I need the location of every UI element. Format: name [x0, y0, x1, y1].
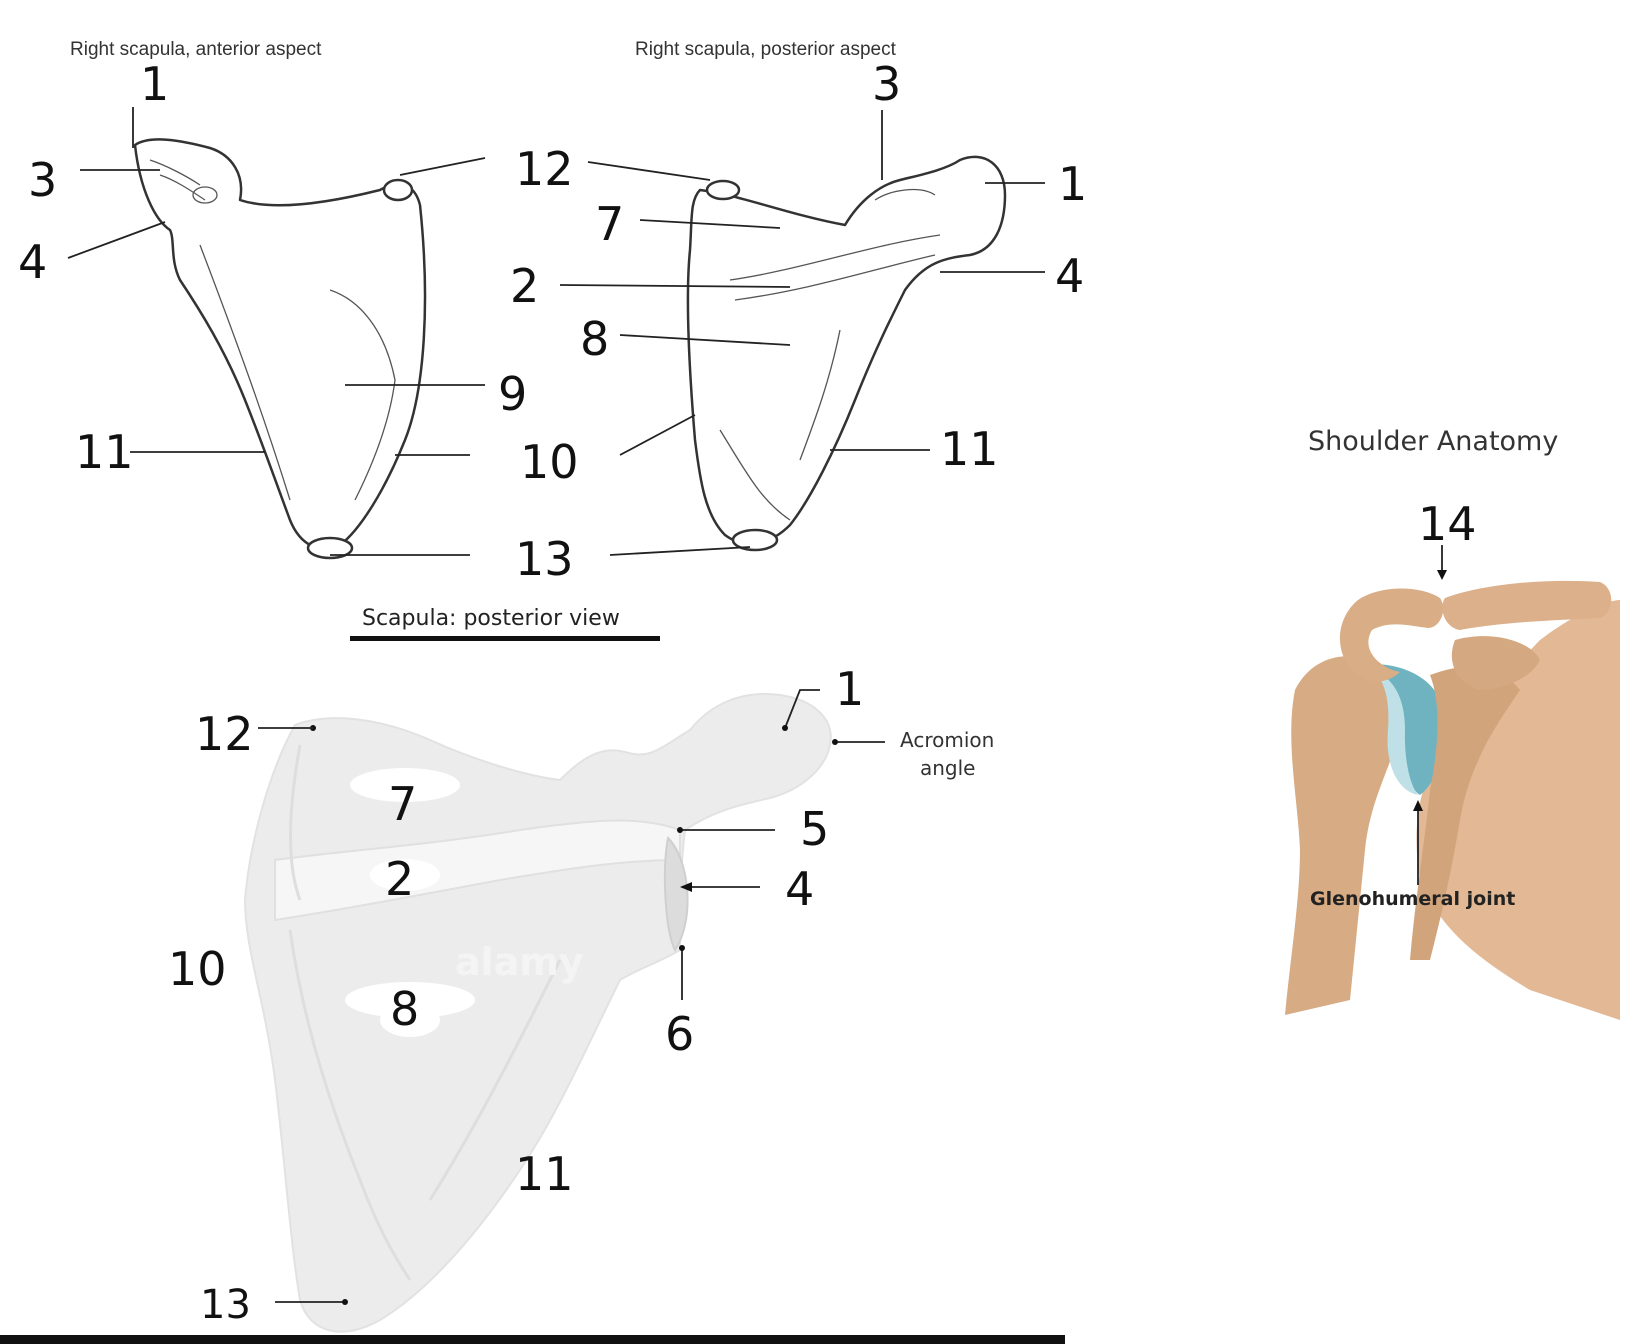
posterior-view-inner-contour: [288, 744, 562, 1281]
anterior-inferior-angle: [306, 536, 354, 560]
blob-7: [350, 768, 460, 802]
anterior-label-1: 1: [140, 57, 169, 111]
anterior-scapula-drawing: [133, 138, 427, 551]
arrow-glenohumeral: [1413, 800, 1423, 811]
view-label-1: 1: [835, 662, 864, 716]
acromion-label-line2: angle: [920, 756, 976, 780]
lead-p13: [609, 546, 751, 556]
posterior-label-7: 7: [595, 197, 624, 251]
anterior-label-11: 11: [75, 425, 134, 479]
anterior-label-12: 12: [515, 142, 574, 196]
humerus-bone: [1285, 656, 1402, 1015]
dot-5: [677, 827, 683, 833]
anterior-caption: Right scapula, anterior aspect: [70, 39, 322, 60]
blob-2: [370, 859, 440, 891]
posterior-view-scapula: [243, 693, 832, 1333]
dot-1: [782, 725, 788, 731]
view-label-13: 13: [200, 1282, 251, 1328]
posterior-label-1: 1: [1058, 157, 1087, 211]
view-label-10: 10: [168, 942, 227, 996]
scapula-glenoid: [1410, 666, 1520, 960]
lead-v1: [784, 689, 820, 729]
lead-a12: [399, 157, 486, 176]
arrow-14: [1437, 570, 1447, 580]
view-label-12: 12: [195, 707, 254, 761]
posterior-scapula-drawing: [686, 155, 1007, 545]
posterior-inferior-angle: [731, 528, 779, 552]
lead-p12: [587, 161, 711, 181]
view-label-7: 7: [388, 777, 417, 831]
view-label-2: 2: [385, 852, 414, 906]
posterior-label-2: 2: [510, 259, 539, 313]
view-label-11: 11: [515, 1147, 574, 1201]
posterior-label-4: 4: [1055, 249, 1084, 303]
posterior-spine-shading: [719, 188, 941, 521]
glenohumeral-label: Glenohumeral joint: [1310, 888, 1515, 910]
posterior-view-panel: Scapula: posterior view alamy 1 12 7 5 2…: [0, 606, 1065, 1344]
anterior-label-3: 3: [28, 153, 57, 207]
view-label-8: 8: [390, 982, 419, 1036]
lead-p8: [619, 334, 791, 346]
lead-p2: [559, 284, 791, 288]
posterior-label-11: 11: [940, 422, 999, 476]
anterior-label-10: 10: [520, 435, 579, 489]
posterior-label-3: 3: [872, 57, 901, 111]
dot-6: [679, 945, 685, 951]
alamy-watermark: alamy: [455, 940, 584, 984]
posterior-superior-angle: [705, 179, 741, 201]
arrow-4: [680, 882, 692, 892]
shoulder-label-14: 14: [1418, 497, 1477, 551]
posterior-label-8: 8: [580, 312, 609, 366]
anterior-label-13: 13: [515, 532, 574, 586]
view-label-5: 5: [800, 802, 829, 856]
shoulder-title: Shoulder Anatomy: [1308, 426, 1558, 457]
shoulder-panel: Shoulder Anatomy 14 Glenohumeral joint: [1285, 426, 1620, 1020]
posterior-view-glenoid: [663, 835, 689, 952]
title-underline: [350, 636, 660, 641]
dot-13: [342, 1299, 348, 1305]
posterior-caption: Right scapula, posterior aspect: [635, 39, 897, 60]
lead-p7: [639, 219, 781, 229]
lead-a4: [67, 221, 166, 259]
dot-acromion: [832, 739, 838, 745]
blob-8b: [380, 1003, 440, 1037]
anterior-superior-angle: [382, 178, 414, 202]
coracoid-bone: [1451, 636, 1540, 690]
acromion-bone: [1339, 588, 1444, 682]
bottom-rule: [0, 1335, 1065, 1344]
clavicle-bone: [1442, 580, 1612, 630]
cartilage-inner: [1375, 670, 1418, 795]
glenoid-cartilage: [1360, 664, 1444, 795]
posterior-view-title: Scapula: posterior view: [362, 606, 620, 631]
shoulder-skin: [1416, 600, 1620, 1020]
anterior-label-4: 4: [18, 235, 47, 289]
blob-8: [345, 982, 475, 1018]
view-label-6: 6: [665, 1007, 694, 1061]
acromion-label-line1: Acromion: [900, 728, 994, 752]
view-label-4: 4: [785, 862, 814, 916]
anterior-panel: Right scapula, anterior aspect 1 3 4 12 …: [18, 39, 579, 586]
anterior-coracoid-shade: [192, 186, 218, 204]
anterior-label-9: 9: [498, 367, 527, 421]
anterior-shading: [149, 159, 396, 501]
lead-p10: [619, 414, 696, 456]
posterior-panel: Right scapula, posterior aspect 3 1 7 2 …: [510, 39, 1087, 556]
